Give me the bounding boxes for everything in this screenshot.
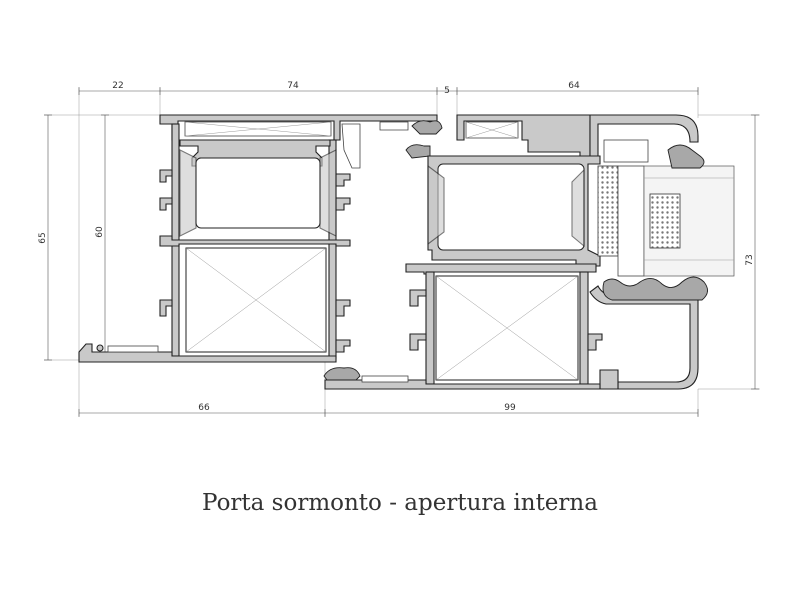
- dimension-label-99: 99: [504, 403, 516, 413]
- upper-seal-gasket: [411, 120, 443, 135]
- sash-profile-right: [324, 114, 735, 390]
- sash-thermal-chamber: [437, 163, 585, 251]
- frame-profile-left: [78, 114, 438, 363]
- dimension-label-22: 22: [112, 81, 123, 91]
- dimension-label-60: 60: [95, 226, 105, 238]
- sash-outer-curved-wall: [589, 114, 699, 161]
- glazing-bead-insert: [597, 165, 619, 257]
- dimension-label-74: 74: [287, 81, 299, 91]
- dimension-group: 22 74 5 64 65 60 73 66 99: [38, 81, 760, 417]
- dimension-label-66: 66: [198, 403, 210, 413]
- dimension-label-65: 65: [38, 232, 48, 243]
- drawing-caption: Porta sormonto - apertura interna: [202, 490, 598, 516]
- middle-seal-gasket: [405, 144, 431, 159]
- glazing-gasket-top: [667, 144, 705, 169]
- frame-thermal-chamber: [195, 157, 321, 229]
- dimension-label-64: 64: [568, 81, 580, 91]
- glazing-gasket-bottom: [602, 276, 708, 301]
- dimension-label-5: 5: [444, 86, 450, 96]
- glass-spacer: [649, 193, 681, 249]
- dimension-label-73: 73: [745, 254, 755, 265]
